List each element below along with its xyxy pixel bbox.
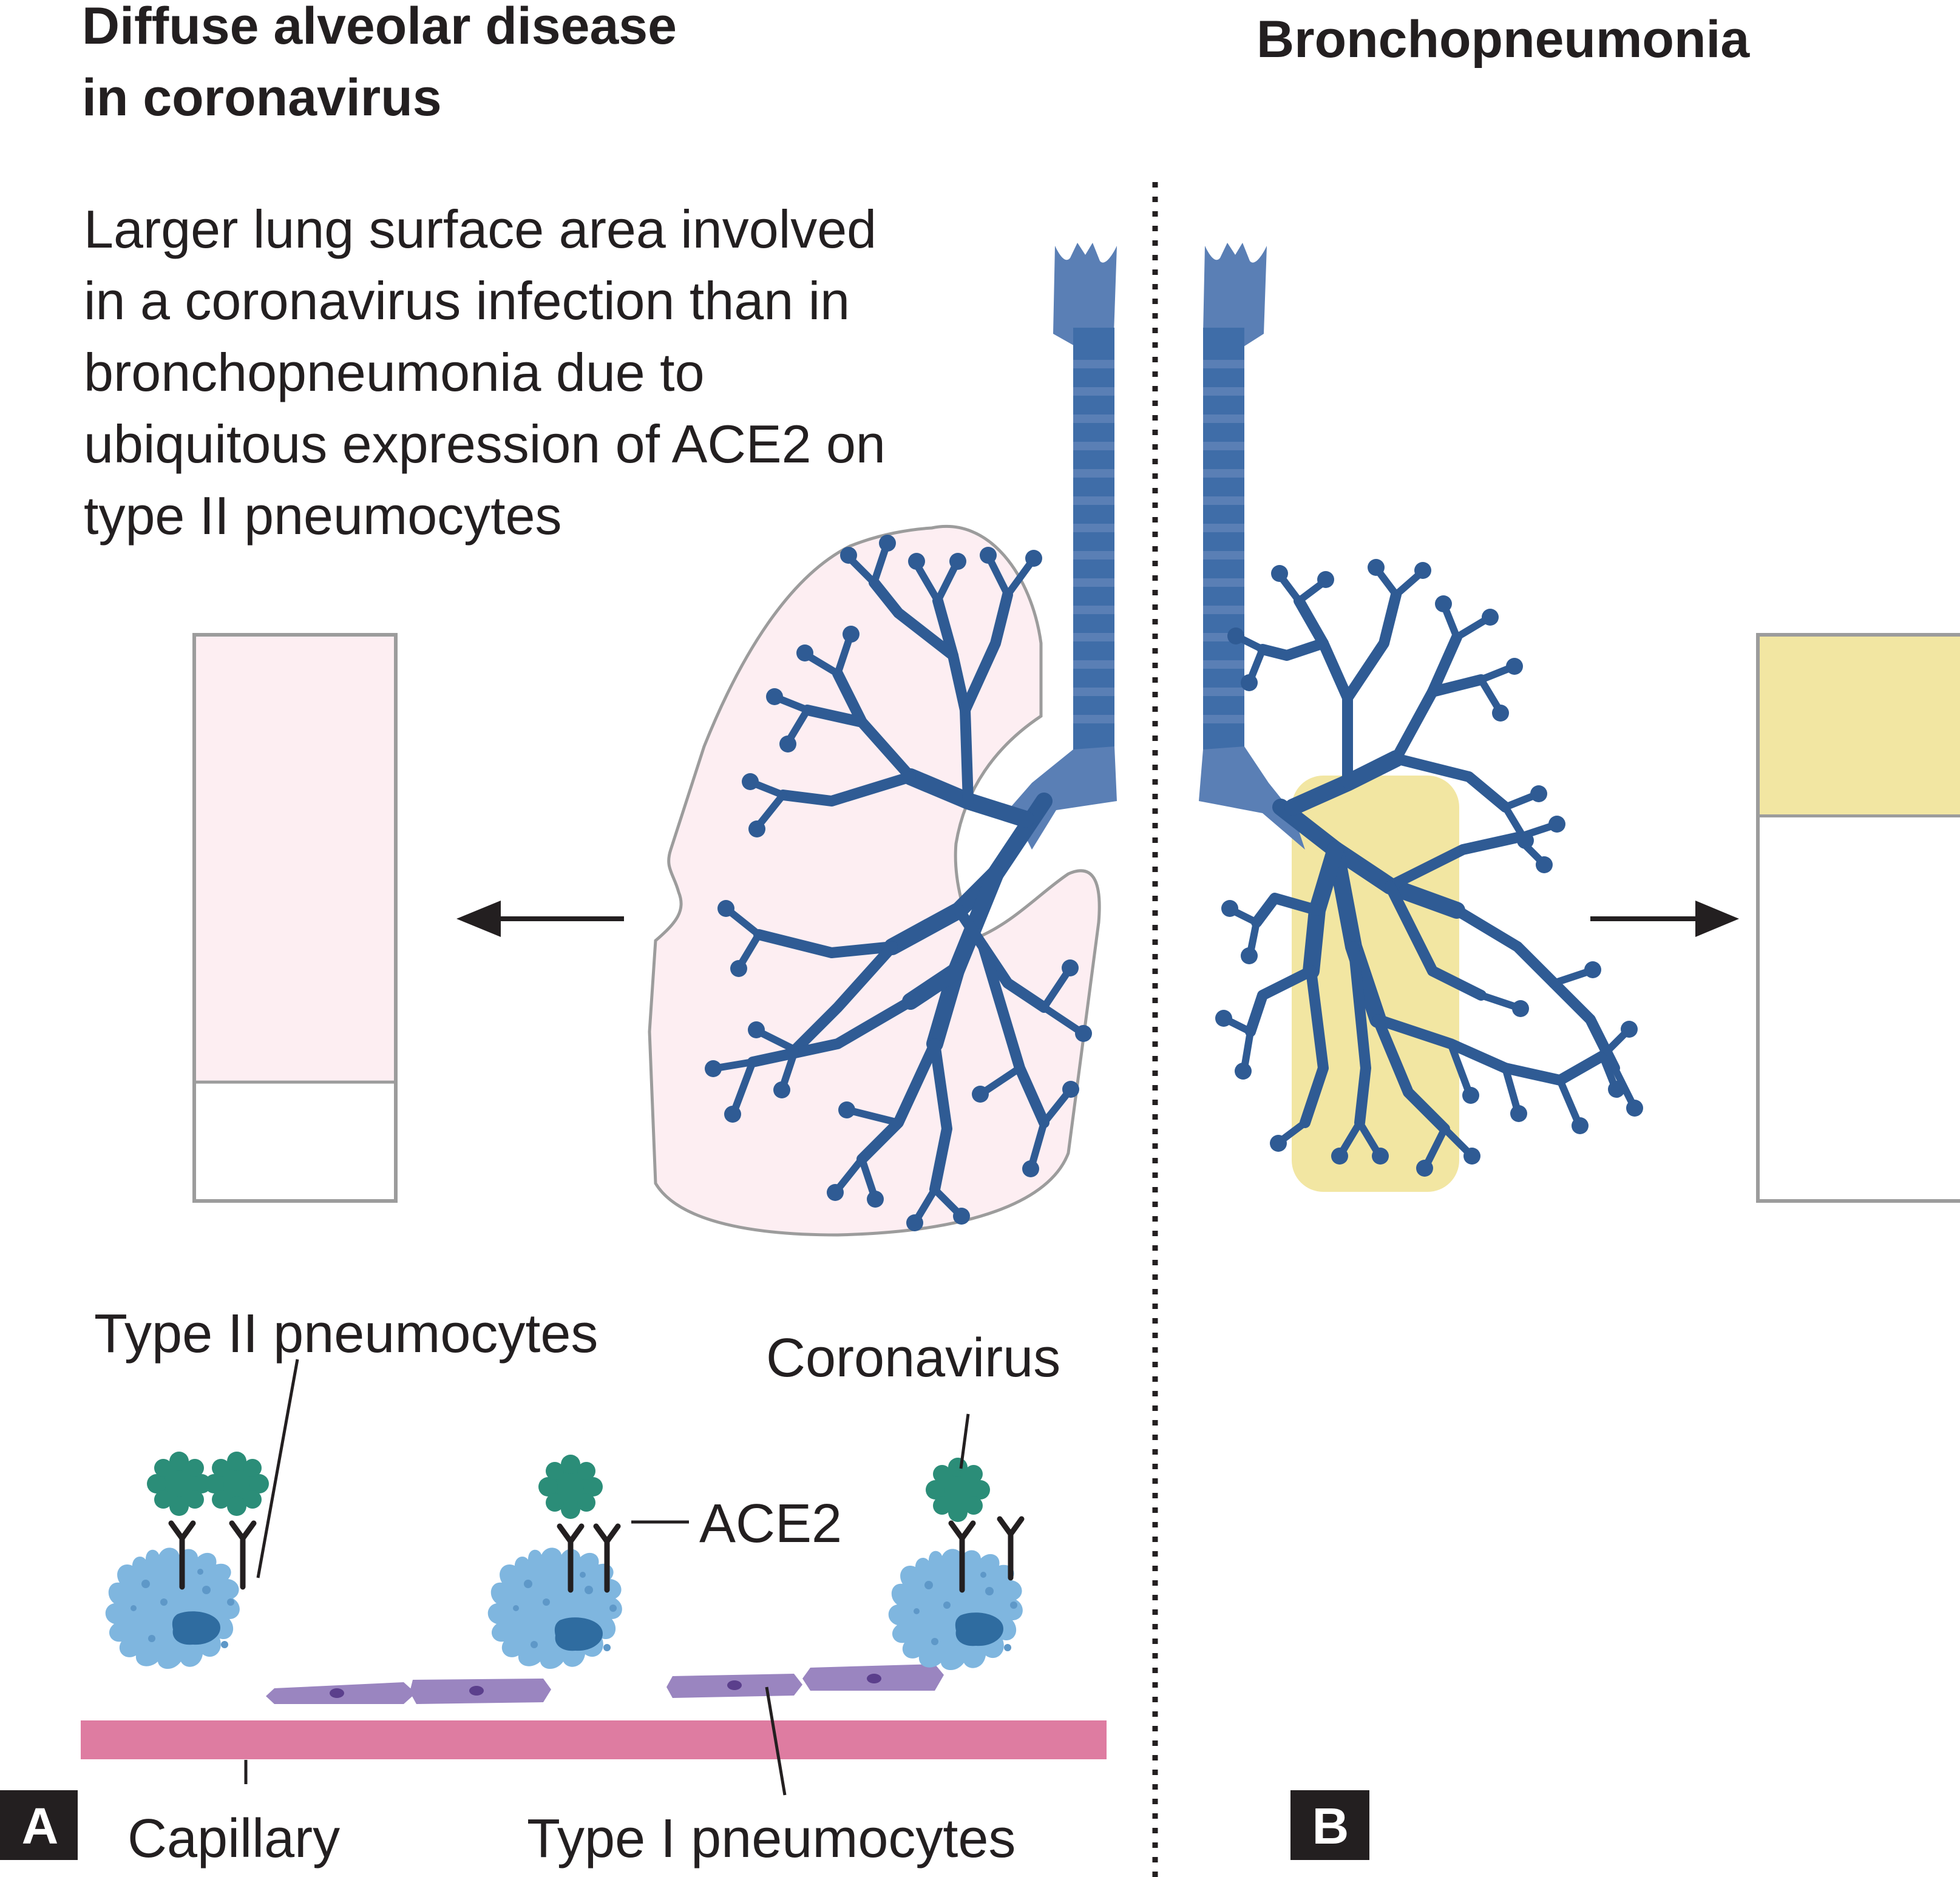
arrow-right	[1590, 901, 1739, 937]
panel-b-bar-frame	[1756, 633, 1960, 1203]
tracheal-rings	[1073, 360, 1114, 723]
panel-label-b: B	[1290, 1790, 1369, 1860]
type-1-pneumocyte	[666, 1674, 802, 1698]
panel-b-proportion-bar	[1756, 633, 1960, 1203]
type-2-pneumocyte	[105, 1547, 240, 1669]
larynx	[1053, 243, 1117, 352]
panel-b-bronchial-tree	[1222, 567, 1636, 1169]
tracheal-rings	[1203, 360, 1244, 723]
leader-lines	[244, 1359, 970, 1796]
label-coronavirus: Coronavirus	[766, 1328, 1060, 1388]
type-1-pneumocyte	[266, 1682, 416, 1704]
arrow-left	[456, 901, 624, 937]
panel-letter-a: A	[22, 1798, 59, 1855]
trachea-tube	[1073, 328, 1114, 759]
panel-a-bronchial-tree	[713, 543, 1084, 1223]
type-1-pneumocyte	[410, 1679, 551, 1704]
type-2-pneumocyte	[888, 1549, 1023, 1671]
label-ace2: ACE2	[699, 1493, 842, 1554]
alveolus-diagram: Type II pneumocytes Coronavirus ACE2 Cap…	[81, 1304, 1107, 1869]
type-2-pneumocyte	[487, 1547, 622, 1669]
label-type-1-pneumocytes: Type I pneumocytes	[527, 1808, 1016, 1869]
description-line: Larger lung surface area involved	[84, 199, 877, 259]
type-1-pneumocytes	[266, 1664, 944, 1704]
panel-a-trachea	[1011, 243, 1117, 850]
panel-b-alveolar-sacs	[1215, 559, 1643, 1177]
panel-b-trachea	[1199, 243, 1305, 850]
capillary	[81, 1720, 1107, 1759]
panel-a-proportion-bar	[192, 633, 398, 1203]
coronavirus-particle	[147, 1452, 211, 1516]
description-line: ubiquitous expression of ACE2 on	[84, 414, 886, 474]
lung-outline	[648, 525, 1101, 1237]
coronavirus-particle	[926, 1458, 990, 1522]
label-capillary: Capillary	[127, 1808, 340, 1869]
panel-a-title-line-2: in coronavirus	[82, 69, 442, 127]
panel-b-title: Bronchopneumonia	[1256, 10, 1750, 69]
panel-letter-b: B	[1312, 1798, 1349, 1855]
type-1-pneumocyte	[802, 1664, 944, 1691]
panel-a-lung	[648, 243, 1117, 1237]
trachea-tube	[1203, 328, 1244, 759]
description-line: type II pneumocytes	[84, 485, 562, 546]
coronavirus-particle	[205, 1452, 269, 1516]
panel-b-lung	[1199, 243, 1643, 1192]
description-line: bronchopneumonia due to	[84, 342, 705, 402]
coronavirus-particle	[538, 1455, 603, 1519]
panel-a-description: Larger lung surface area involved in a c…	[84, 199, 886, 546]
type-2-pneumocytes	[105, 1547, 1023, 1671]
larynx	[1203, 243, 1267, 352]
panel-a-alveolar-sacs	[705, 535, 1092, 1231]
panel-a-bar-involved-fill	[194, 635, 396, 1083]
label-type-2-pneumocytes: Type II pneumocytes	[94, 1304, 598, 1364]
panel-b-bar-involved-fill	[1758, 635, 1960, 816]
panel-a-bar-frame	[192, 633, 398, 1203]
description-line: in a coronavirus infection than in	[84, 271, 850, 331]
coronavirus-particles	[147, 1452, 990, 1522]
panel-a-title-line-1: Diffuse alveolar disease	[82, 0, 677, 55]
panel-label-a: A	[0, 1790, 78, 1860]
main-bronchus	[1199, 746, 1305, 850]
ace2-receptors	[168, 1516, 1025, 1593]
